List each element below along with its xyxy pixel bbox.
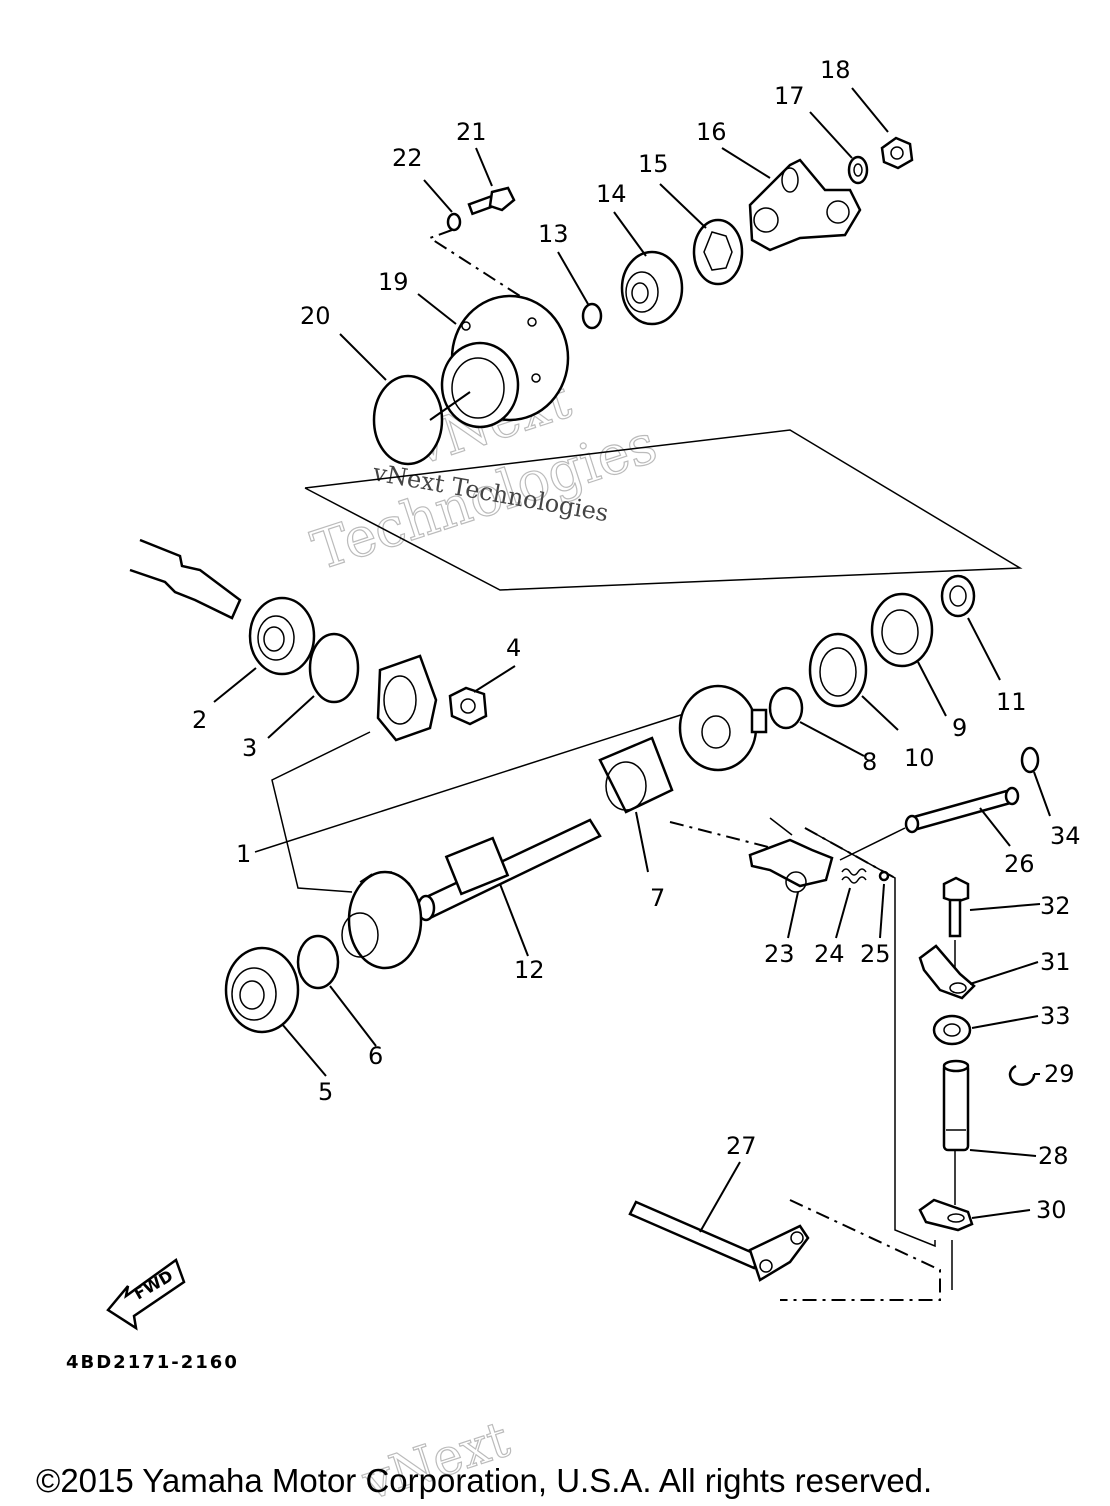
callout-24: 24 bbox=[814, 940, 845, 968]
part-7-clutch-dog bbox=[598, 736, 674, 814]
part-1-pinion bbox=[678, 684, 768, 772]
part-23-shift-cam bbox=[748, 817, 834, 893]
callout-21: 21 bbox=[456, 118, 487, 146]
callout-26: 26 bbox=[1004, 850, 1035, 878]
callout-33: 33 bbox=[1040, 1002, 1071, 1030]
callout-34: 34 bbox=[1050, 822, 1081, 850]
part-shaft-stub bbox=[129, 538, 242, 620]
assembly-line-bolt bbox=[427, 229, 521, 297]
callout-4: 4 bbox=[506, 634, 521, 662]
callout-7: 7 bbox=[650, 884, 665, 912]
part-19-bearing-housing bbox=[440, 294, 570, 429]
callout-3: 3 bbox=[242, 734, 257, 762]
callout-14: 14 bbox=[596, 180, 627, 208]
callout-25: 25 bbox=[860, 940, 891, 968]
callout-11: 11 bbox=[996, 688, 1027, 716]
part-20-shim bbox=[372, 374, 444, 466]
callout-9: 9 bbox=[952, 714, 967, 742]
part-5-bearing bbox=[224, 946, 300, 1034]
group-outline-lower bbox=[254, 711, 691, 853]
part-34-o-ring bbox=[1020, 746, 1040, 774]
callout-15: 15 bbox=[638, 150, 669, 178]
part-16-yoke bbox=[748, 158, 862, 252]
part-33-oil-seal bbox=[932, 1014, 972, 1046]
callout-30: 30 bbox=[1036, 1196, 1067, 1224]
callout-5: 5 bbox=[318, 1078, 333, 1106]
callout-29: 29 bbox=[1044, 1060, 1075, 1088]
part-31-plate bbox=[918, 944, 976, 1000]
callout-8: 8 bbox=[862, 748, 877, 776]
callout-27: 27 bbox=[726, 1132, 757, 1160]
part-3-o-ring bbox=[308, 632, 360, 704]
assembly-line-rod bbox=[804, 827, 936, 1248]
assembly-line-26 bbox=[839, 827, 906, 861]
leader-lines bbox=[213, 87, 1051, 1233]
part-32-bolt bbox=[942, 876, 970, 938]
part-21-bolt bbox=[467, 186, 516, 216]
part-24-spring bbox=[841, 868, 867, 884]
part-1-forward-gear bbox=[341, 870, 423, 970]
callout-12: 12 bbox=[514, 956, 545, 984]
callout-labels: 18 17 16 21 22 15 14 13 19 20 4 2 3 11 9… bbox=[192, 56, 1081, 1224]
group-outline-upper bbox=[304, 429, 1023, 591]
part-30-plate bbox=[918, 1198, 974, 1232]
callout-18: 18 bbox=[820, 56, 851, 84]
part-27-shift-lever-rod bbox=[628, 1200, 810, 1282]
part-1-bevel-gear-ring bbox=[376, 654, 438, 742]
part-26-shift-shaft bbox=[904, 786, 1020, 834]
diagram-code: 4BD2171-2160 bbox=[66, 1352, 239, 1373]
callout-1: 1 bbox=[236, 840, 251, 868]
callout-23: 23 bbox=[764, 940, 795, 968]
part-4-nut bbox=[448, 686, 488, 726]
part-8-circlip bbox=[768, 686, 804, 730]
assembly-line-shift bbox=[669, 821, 781, 851]
copyright-notice: ©2015 Yamaha Motor Corporation, U.S.A. A… bbox=[36, 1462, 933, 1499]
callout-28: 28 bbox=[1038, 1142, 1069, 1170]
callout-6: 6 bbox=[368, 1042, 383, 1070]
part-15-ring-nut bbox=[692, 218, 744, 286]
group-outline-gear bbox=[271, 731, 371, 893]
part-14-bearing bbox=[620, 250, 684, 326]
callout-19: 19 bbox=[378, 268, 409, 296]
callout-20: 20 bbox=[300, 302, 331, 330]
part-13-washer bbox=[581, 302, 603, 330]
part-17-washer bbox=[847, 155, 869, 185]
callout-2: 2 bbox=[192, 706, 207, 734]
callout-10: 10 bbox=[904, 744, 935, 772]
part-22-washer bbox=[446, 212, 462, 232]
part-29-circlip bbox=[1008, 1064, 1036, 1086]
assembly-line-lower bbox=[780, 1199, 941, 1301]
part-18-nut bbox=[880, 136, 914, 170]
part-11-lock-washer bbox=[940, 574, 976, 618]
callout-32: 32 bbox=[1040, 892, 1071, 920]
callout-16: 16 bbox=[696, 118, 727, 146]
part-6-shim bbox=[296, 934, 340, 990]
part-25-ball bbox=[878, 870, 890, 882]
callout-31: 31 bbox=[1040, 948, 1071, 976]
part-10-retainer bbox=[808, 632, 868, 708]
fwd-arrow-icon: FWD bbox=[106, 1258, 186, 1331]
part-9-bearing bbox=[870, 592, 934, 668]
part-28-shift-rod bbox=[942, 1059, 970, 1152]
callout-22: 22 bbox=[392, 144, 423, 172]
callout-17: 17 bbox=[774, 82, 805, 110]
part-2-bearing bbox=[248, 596, 316, 676]
callout-13: 13 bbox=[538, 220, 569, 248]
